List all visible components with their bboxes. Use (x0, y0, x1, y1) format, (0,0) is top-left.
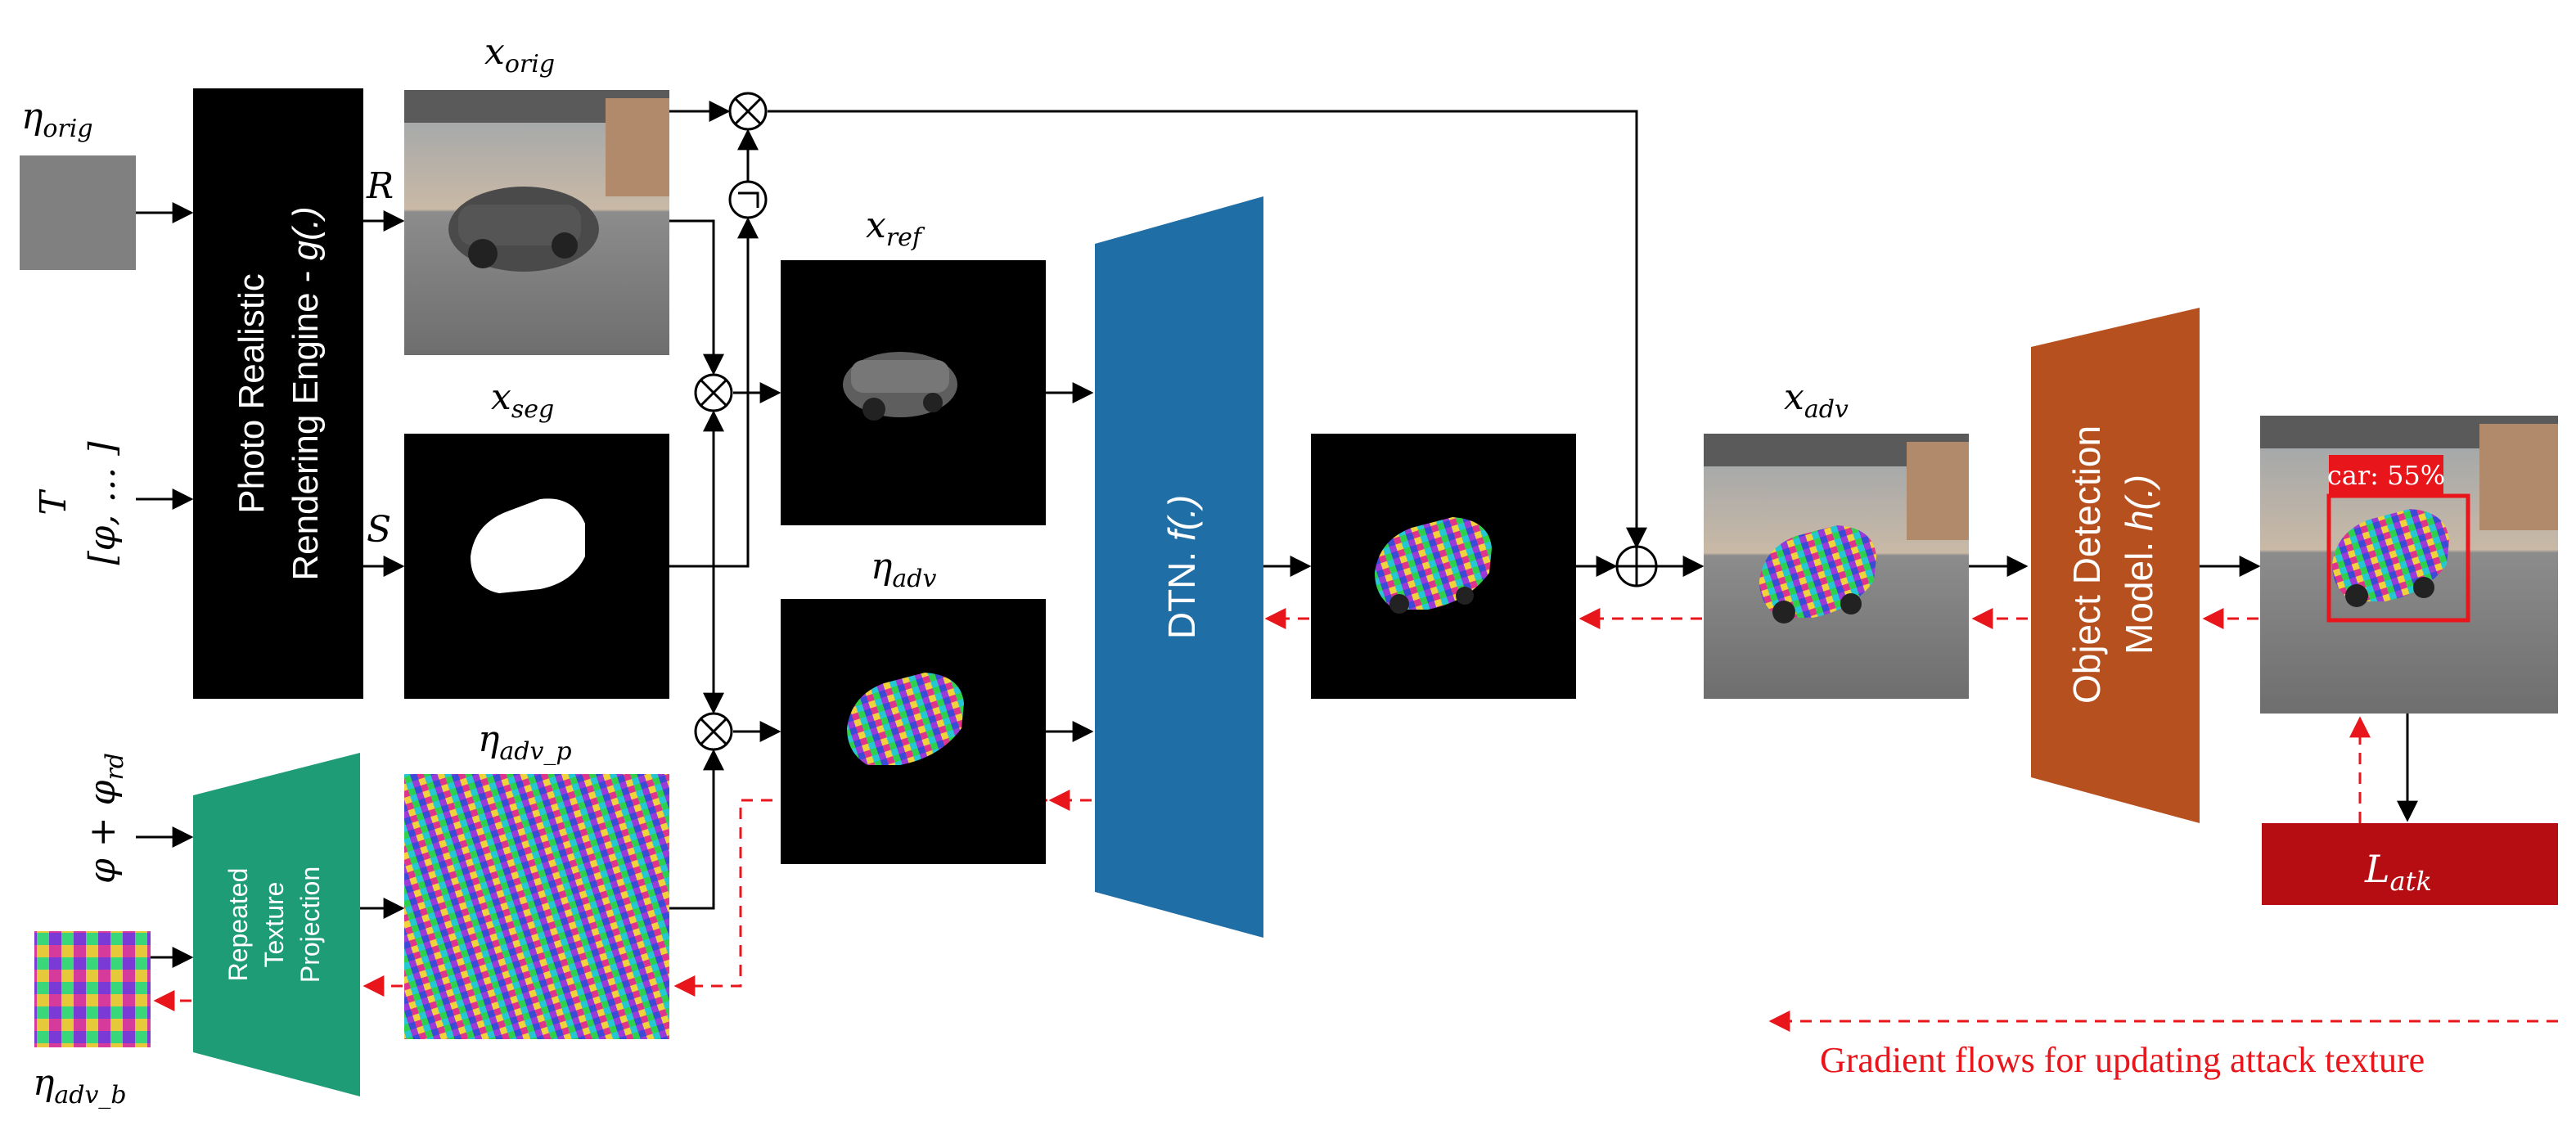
renderer-label: Photo Realistic (232, 273, 272, 513)
multiply-op-bottom (694, 712, 733, 751)
eta-adv-p-label: ηadv_p (478, 718, 572, 766)
svg-text:ηadv: ηadv (871, 546, 936, 593)
dtn-block (1095, 196, 1263, 938)
svg-text:xadv: xadv (1784, 376, 1849, 424)
x-orig-label: xorig (484, 31, 555, 79)
svg-text:xorig: xorig (484, 31, 555, 79)
eta-orig-label: ηorig (21, 96, 93, 143)
svg-text:xseg: xseg (491, 376, 554, 424)
od-label: Object Detection (2065, 425, 2108, 704)
s-label: S (367, 509, 391, 551)
add-op (1615, 545, 1658, 588)
arrow-seg-to-not (669, 217, 759, 568)
detection-tag: car: 55% (2327, 460, 2445, 491)
od-block (2031, 308, 2200, 823)
rtp-label-2: Texture (259, 882, 289, 968)
eta-orig-texture (20, 155, 136, 270)
x-adv-image (1704, 434, 1969, 699)
dtn-label: DTN. f(.) (1160, 495, 1203, 639)
x-adv-label: xadv (1784, 376, 1849, 424)
multiply-op-mid (694, 373, 733, 412)
eta-adv-image (781, 599, 1046, 864)
multiply-op-top (728, 92, 768, 131)
renderer-block (193, 88, 363, 699)
svg-text:ηorig: ηorig (21, 96, 93, 143)
x-seg-label: xseg (491, 376, 554, 424)
x-ref-label: xref (866, 205, 925, 252)
legend-text: Gradient flows for updating attack textu… (1820, 1040, 2425, 1080)
svg-text:φ + φrd: φ + φrd (82, 753, 129, 884)
eta-adv-label: ηadv (871, 546, 936, 593)
rtp-label: Repeated (223, 868, 253, 982)
loss-label: Latk (2364, 847, 2432, 897)
grad-eta-adv-to-eta-adv-p (673, 799, 1047, 997)
not-op (728, 180, 768, 219)
arrow-eta-adv-p-to-mult-bottom (669, 749, 724, 910)
od-label-2: Model. h(.) (2118, 475, 2160, 655)
t-params-label: T [φ, … ] (33, 441, 124, 565)
eta-adv-b-label: ηadv_b (33, 1062, 127, 1110)
rtp-block (193, 753, 360, 1096)
arrow-mult-top-to-add (768, 110, 1647, 549)
svg-text:ηadv_b: ηadv_b (33, 1062, 127, 1110)
phi-sum-label: φ + φrd (82, 753, 129, 884)
rtp-label-3: Projection (295, 867, 325, 983)
eta-adv-p-texture (404, 774, 669, 1039)
x-seg-image (404, 434, 669, 699)
x-ref-image (781, 260, 1046, 525)
detection-tag-bg (2329, 455, 2443, 496)
arrow-x-orig-to-mult-mid (669, 219, 724, 376)
svg-text:[φ, … ]: [φ, … ] (82, 441, 124, 565)
r-label: R (366, 165, 394, 207)
x-orig-image (404, 90, 669, 355)
loss-block (2262, 823, 2558, 905)
renderer-label-2: Rendering Engine - g(.) (286, 206, 326, 580)
svg-text:T: T (33, 488, 74, 515)
eta-adv-b-texture (34, 931, 151, 1047)
svg-text:xref: xref (866, 205, 925, 252)
dtn-output-image (1311, 434, 1576, 699)
svg-text:ηadv_p: ηadv_p (478, 718, 572, 766)
